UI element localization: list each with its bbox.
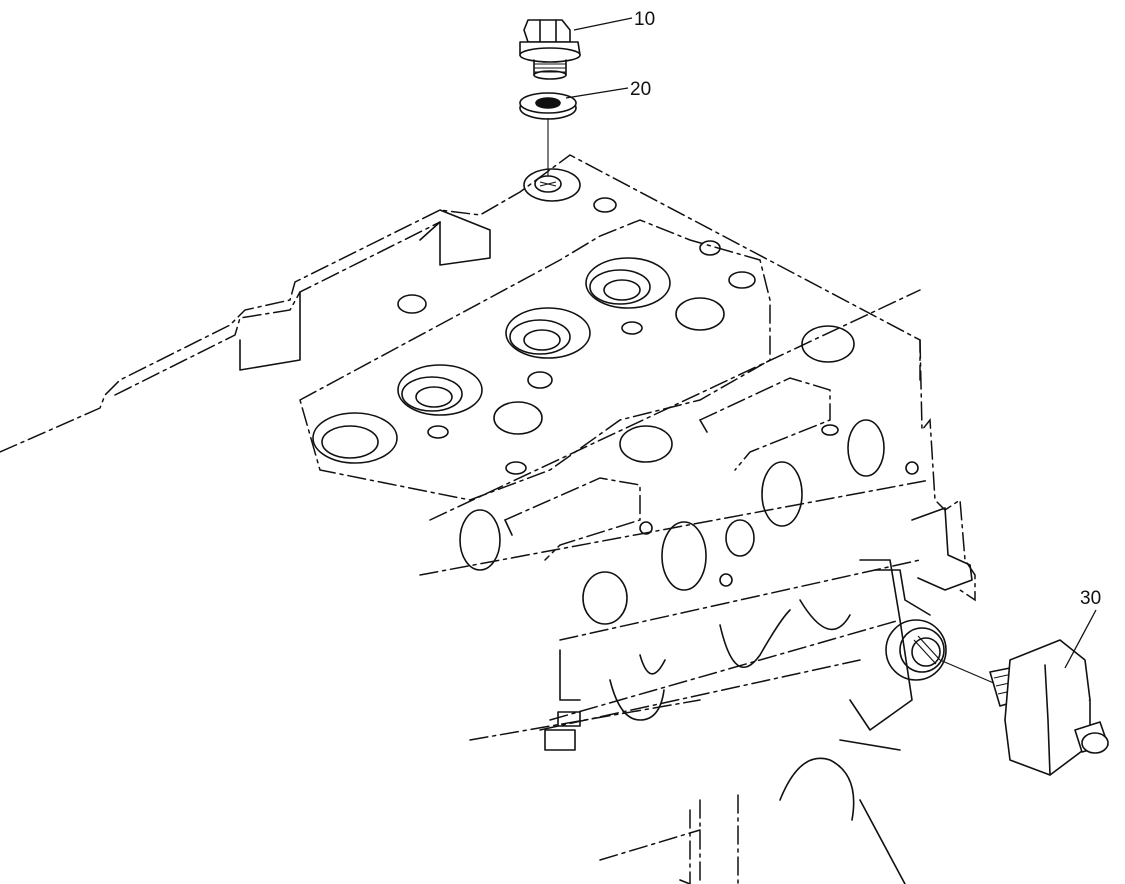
- part-10-plug-bolt: [519, 19, 581, 80]
- callout-10-label: 10: [634, 9, 655, 30]
- callout-30-label: 30: [1080, 588, 1101, 609]
- part-30-pressure-sensor: [939, 639, 1109, 776]
- cylinder-head-block: [0, 154, 976, 884]
- callout-20: 20: [565, 79, 651, 100]
- callout-10: 10: [573, 9, 655, 31]
- callout-30: 30: [1064, 588, 1101, 669]
- part-20-washer: [519, 92, 577, 120]
- callout-20-label: 20: [630, 79, 651, 100]
